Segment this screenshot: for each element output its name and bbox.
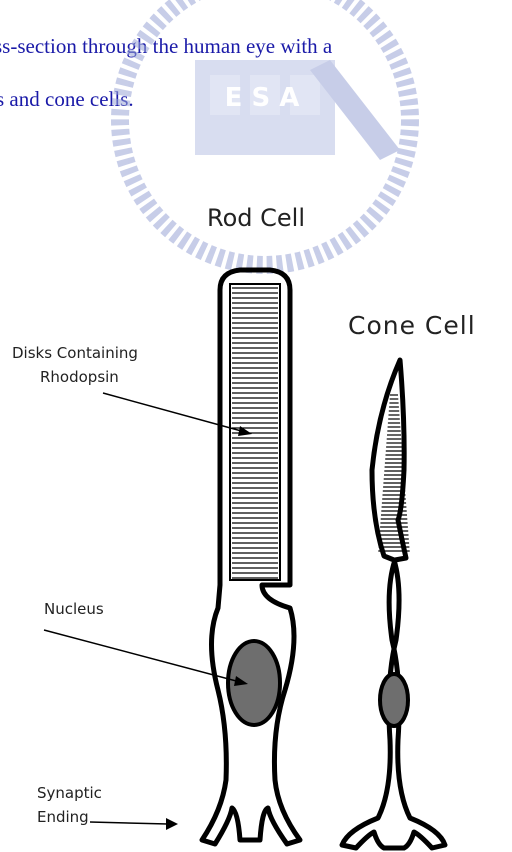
label-synaptic-line1: Synaptic <box>37 784 102 802</box>
label-disks-line2: Rhodopsin <box>40 368 119 386</box>
arrow-synaptic <box>90 822 168 824</box>
watermark-text: E S A <box>225 83 300 113</box>
cone-cell-title: Cone Cell <box>348 311 476 340</box>
rod-disks <box>230 284 280 580</box>
label-nucleus: Nucleus <box>44 600 104 618</box>
rod-cell-title: Rod Cell <box>207 204 305 232</box>
arrow-disks <box>103 393 245 432</box>
label-disks-line1: Disks Containing <box>12 344 138 362</box>
cone-outline <box>342 360 445 848</box>
cone-cell <box>342 360 445 848</box>
cone-nucleus <box>380 674 408 726</box>
label-synaptic-line2: Ending <box>37 808 89 826</box>
arrow-synaptic-head <box>166 818 178 830</box>
